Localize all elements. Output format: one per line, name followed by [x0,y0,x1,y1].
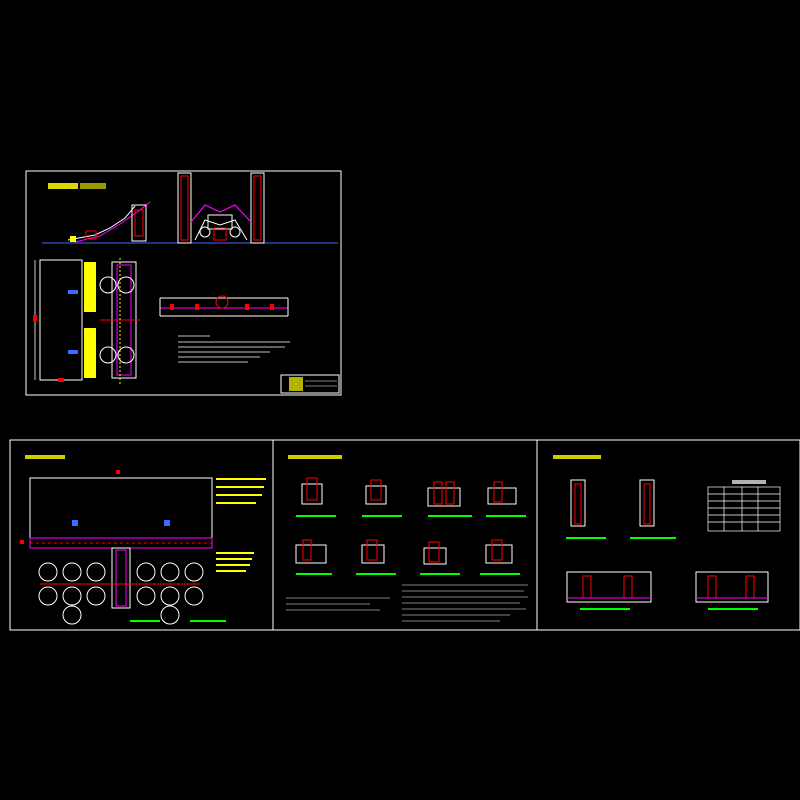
plan-outer-rect [39,259,83,381]
side-elevation [159,295,289,317]
column-elevations [566,479,676,539]
sheet-bottom-right [553,455,781,610]
sheet-bottom-middle-title-mark [288,455,342,459]
sheet-bottom-right-title-mark [553,455,601,459]
sheet-top [25,170,342,396]
sheet-bottom-middle-notes [286,584,528,622]
sheet-bottom-left-title-mark [25,455,65,459]
tower-elevation [177,172,265,244]
foundation-details-row-1 [296,477,526,517]
plan-view [33,258,140,385]
sheet-top-title-mark [48,183,78,189]
footing-plans [566,571,769,610]
bottom-strip-frame [9,439,800,631]
sheet-top-frame [25,170,342,396]
sheet-top-notes [178,335,290,363]
sheet-bottom-left [20,455,266,625]
sheet-bottom-middle [286,455,528,622]
foundation-details-row-2 [295,539,520,575]
plan-yellow-strip-lower [84,328,96,378]
left-conveyor-elevation [67,201,151,243]
sheet-top-subtitle-mark [80,183,106,189]
building-outline [29,477,213,539]
sheet-top-title-block [280,374,340,394]
plan-yellow-strip-upper [84,262,96,312]
tank-array [38,562,204,625]
material-table [707,480,781,532]
